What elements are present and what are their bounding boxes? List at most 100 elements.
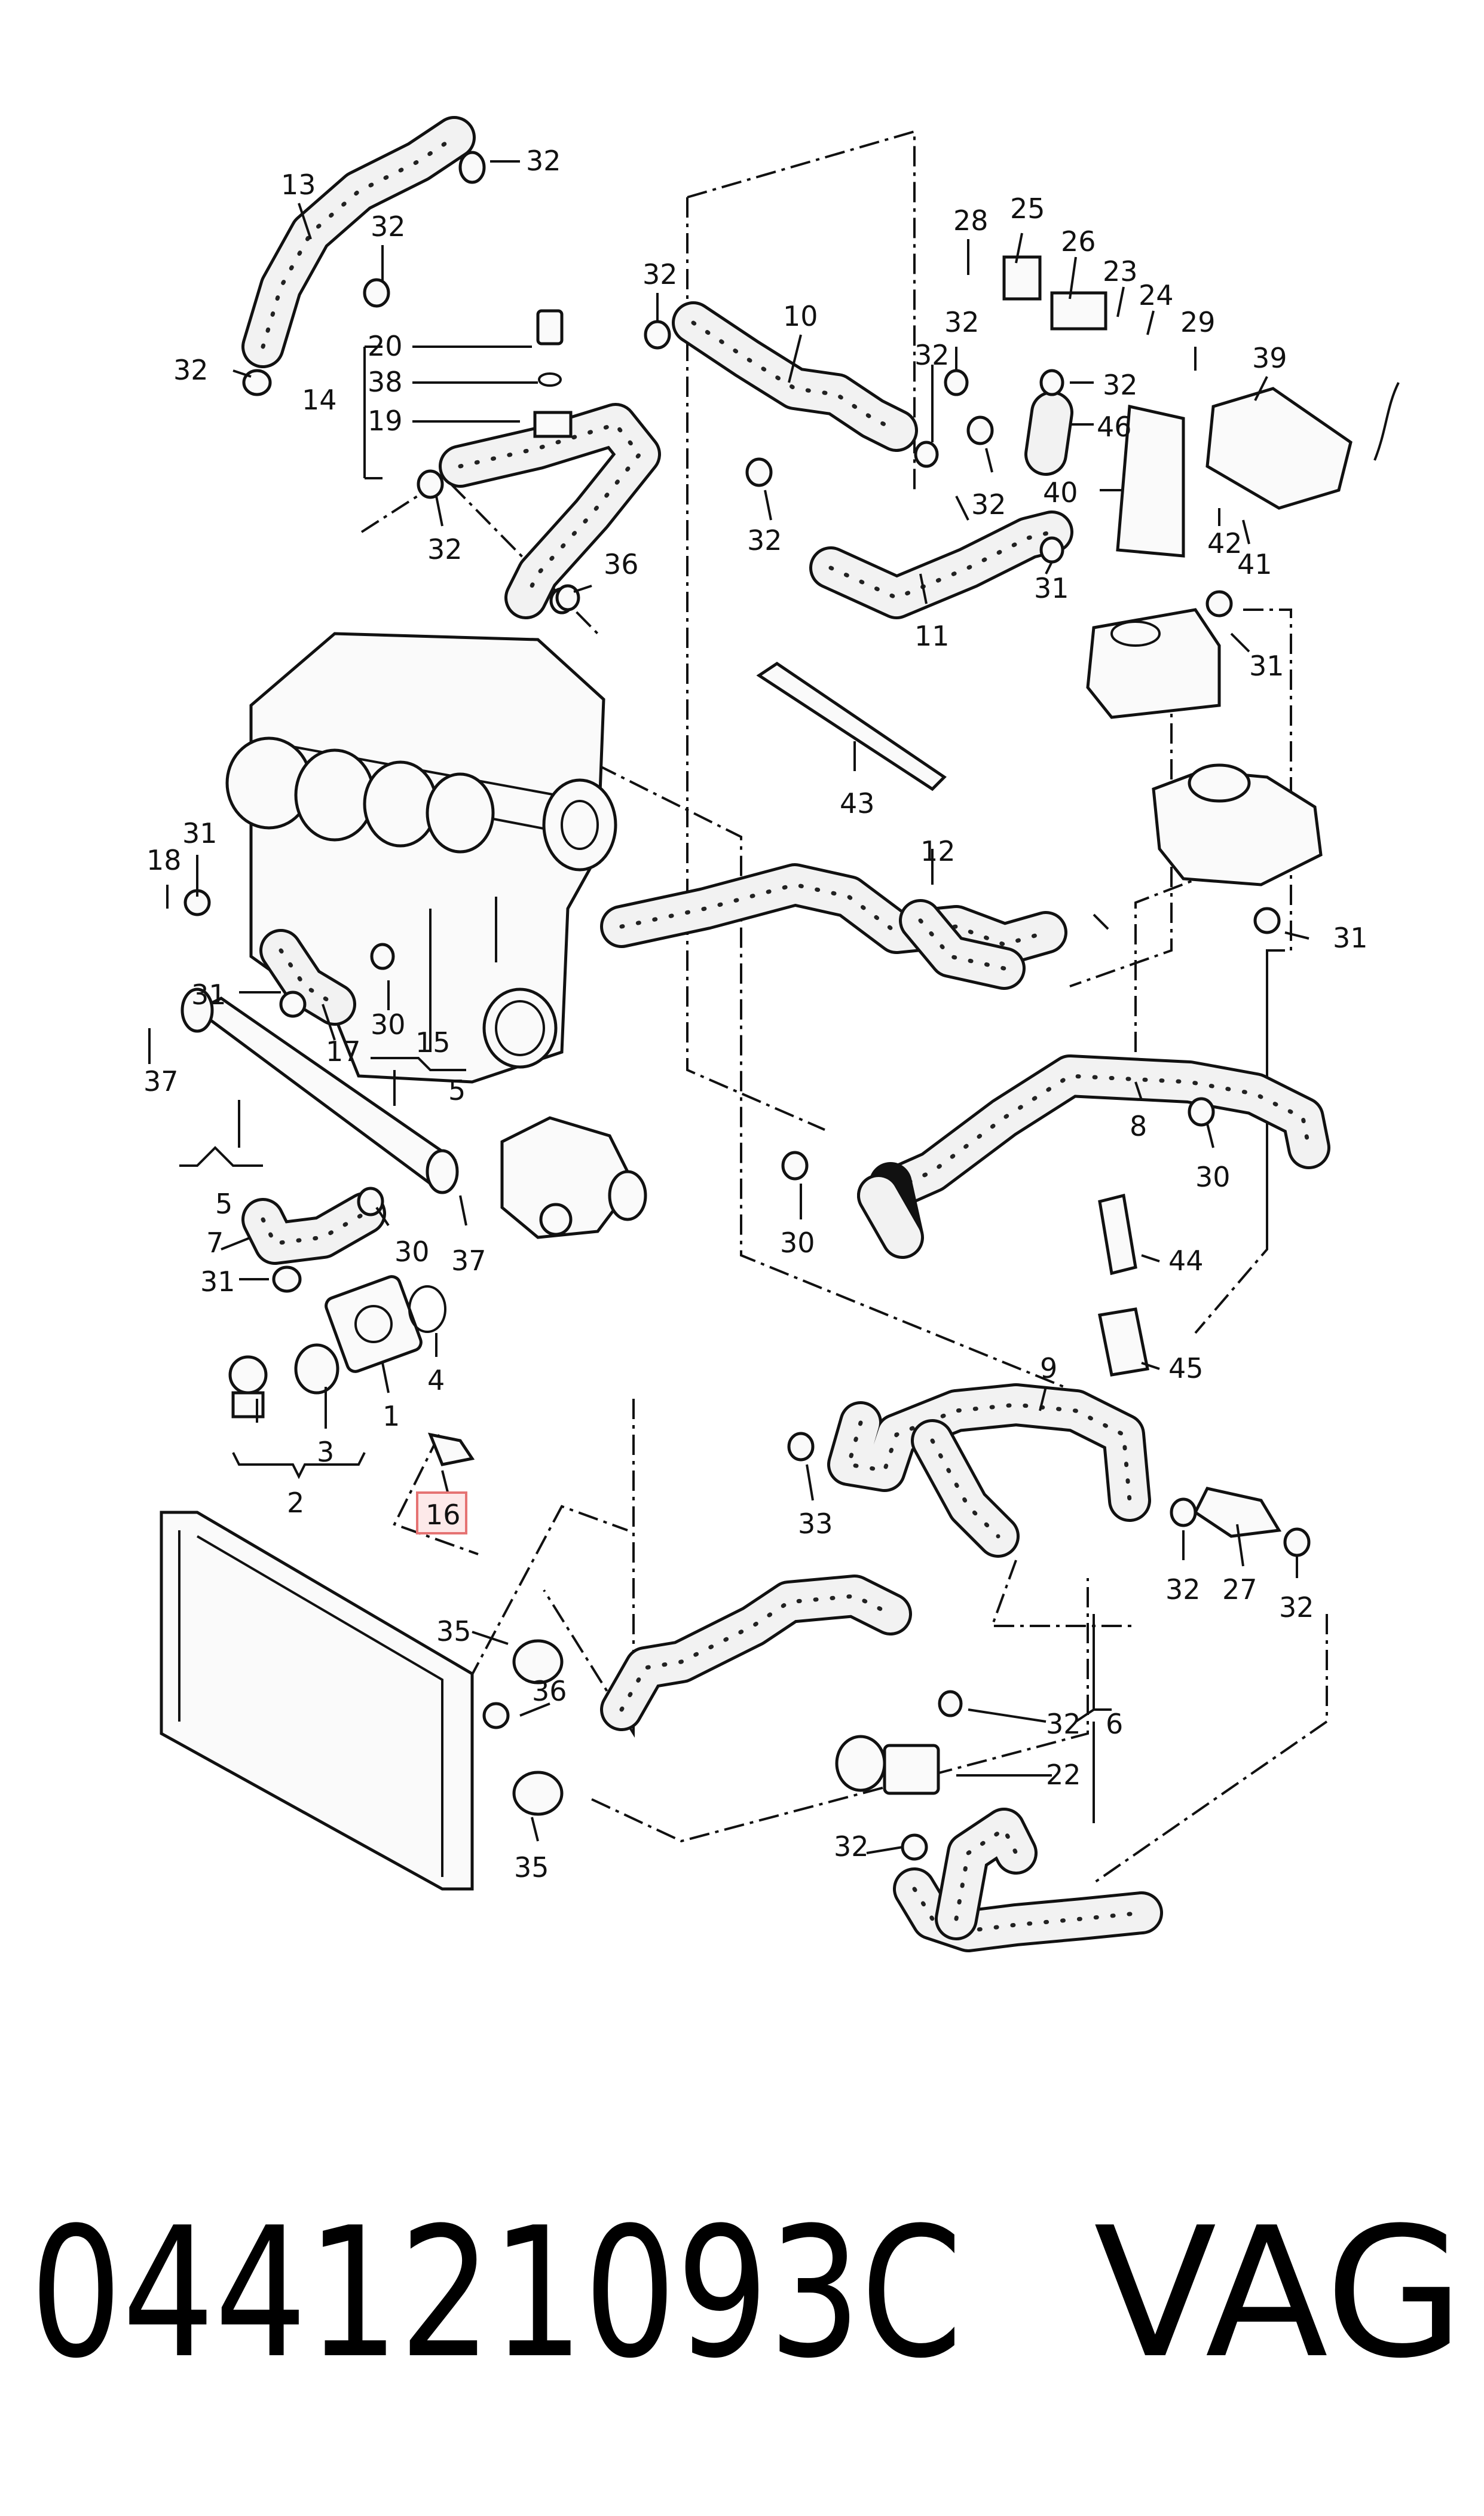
hose-8: [857, 1054, 1330, 1259]
callout-5: 5: [215, 1188, 232, 1220]
callout-31: 31: [200, 1265, 235, 1298]
bracket-40: [1116, 404, 1185, 558]
callout-31: 31: [1333, 922, 1368, 954]
pump-39: [1205, 382, 1400, 510]
bolt-2: [228, 1355, 268, 1419]
callout-1: 1: [383, 1400, 400, 1432]
callout-27: 27: [1222, 1573, 1257, 1606]
expansion-tank: [1152, 763, 1323, 886]
callout-40: 40: [1043, 476, 1078, 509]
brand-label: VAG: [1094, 2189, 1464, 2398]
callout-20: 20: [368, 330, 403, 362]
callout-32: 32: [914, 339, 950, 371]
callout-11: 11: [914, 620, 950, 652]
hose-9: [827, 1383, 1151, 1558]
callout-32: 32: [173, 354, 209, 386]
callout-32: 32: [427, 533, 463, 565]
callout-4: 4: [427, 1364, 445, 1396]
clamps: [183, 151, 1311, 1861]
callout-3: 3: [317, 1436, 334, 1468]
hose-6-upper: [600, 1575, 912, 1731]
seal-3: [294, 1343, 339, 1395]
tie-strap-43: [756, 661, 947, 791]
callout-32: 32: [526, 145, 561, 177]
callout-37: 37: [451, 1245, 486, 1277]
callout-13: 13: [281, 169, 316, 201]
part-number: 044121093C: [30, 2189, 962, 2398]
heat-exchanger: [1086, 608, 1221, 719]
callout-43: 43: [840, 787, 875, 820]
callout-31: 31: [182, 817, 218, 849]
callout-32: 32: [1046, 1708, 1081, 1740]
clip-16: [427, 1432, 475, 1466]
callout-44: 44: [1168, 1245, 1204, 1277]
leader-lines: [148, 160, 1309, 1854]
callout-31: 31: [1034, 572, 1069, 604]
hoses: [241, 116, 1330, 1952]
callout-46: 46: [1097, 411, 1132, 443]
callout-30: 30: [780, 1227, 815, 1259]
hose-13: [241, 116, 476, 368]
hose-10: [672, 301, 918, 452]
callout-35: 35: [436, 1615, 472, 1647]
oil-cooler: [325, 1275, 423, 1373]
seal-4: [408, 1285, 446, 1333]
callout-12: 12: [920, 835, 956, 867]
hose-11: [809, 510, 1073, 619]
callout-29: 29: [1180, 306, 1216, 338]
callout-33: 33: [798, 1508, 833, 1540]
callout-10: 10: [783, 300, 818, 332]
callout-32: 32: [944, 306, 980, 338]
callout-28: 28: [953, 204, 989, 237]
clip-45: [1098, 1307, 1149, 1377]
callout-31: 31: [191, 979, 227, 1011]
callout-41: 41: [1237, 548, 1272, 580]
callout-14: 14: [302, 384, 337, 416]
callout-22: 22: [1046, 1759, 1081, 1791]
callout-36: 36: [604, 548, 639, 580]
callout-2: 2: [287, 1487, 304, 1519]
components: [160, 151, 1400, 1891]
seal-38: [538, 372, 562, 387]
bracket-25: [1002, 255, 1042, 301]
callout-30: 30: [371, 1008, 406, 1041]
callout-32: 32: [971, 488, 1006, 521]
callout-45: 45: [1168, 1352, 1204, 1384]
hose-7: [241, 1192, 386, 1265]
valve-27: [1193, 1487, 1282, 1538]
callout-7: 7: [206, 1227, 224, 1259]
callout-42: 42: [1207, 527, 1243, 560]
callout-35: 35: [514, 1851, 549, 1884]
callout-32: 32: [834, 1830, 869, 1863]
coolant-pipe-5: [180, 988, 459, 1194]
callout-30: 30: [394, 1236, 430, 1268]
connector-19: [533, 411, 573, 438]
callout-36: 36: [532, 1675, 567, 1707]
hose-17: [259, 929, 356, 1026]
callout-9: 9: [1040, 1352, 1057, 1384]
callout-37: 37: [143, 1065, 179, 1097]
hose-12: [600, 863, 1067, 990]
thermostat-housing: [500, 1116, 647, 1239]
callout-19: 19: [368, 405, 403, 437]
callout-17: 17: [326, 1035, 361, 1068]
callout-24: 24: [1139, 279, 1174, 311]
callout-32: 32: [1279, 1591, 1314, 1624]
callout-5: 5: [448, 1074, 466, 1106]
callout-32: 32: [1165, 1573, 1201, 1606]
callout-32: 32: [747, 524, 782, 557]
callout-32: 32: [1103, 369, 1138, 401]
radiator: [160, 1511, 564, 1891]
clip-44: [1098, 1193, 1137, 1276]
callouts: 13 32 32 32 14 20 38 19 32 36 32 10 32 3…: [143, 145, 1368, 1884]
callout-8: 8: [1130, 1110, 1147, 1142]
hose-6-lower: [893, 1808, 1163, 1952]
connector-26: [1050, 291, 1107, 331]
sensor-20: [536, 309, 564, 346]
callout-15: 15: [415, 1026, 451, 1059]
callout-16-highlight: [416, 1491, 467, 1534]
hose-46: [1024, 391, 1073, 476]
part-number-footer: 044121093C VAG: [30, 2189, 1464, 2398]
callout-23: 23: [1103, 255, 1138, 288]
coolant-system-exploded-diagram: 13 32 32 32 14 20 38 19 32 36 32 10 32 3…: [143, 116, 1400, 1952]
